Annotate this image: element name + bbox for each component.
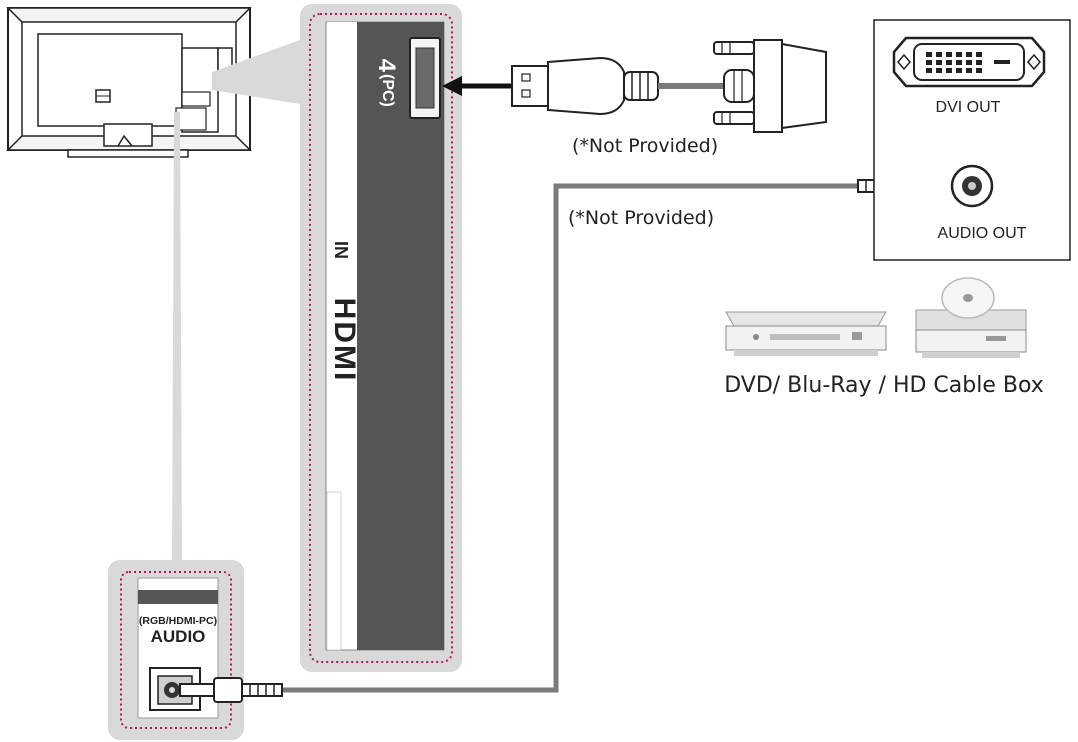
dvi-port-icon bbox=[892, 36, 1046, 88]
devices-caption: DVD/ Blu-Ray / HD Cable Box bbox=[724, 373, 1044, 398]
hdmi-port-number: 4 bbox=[373, 59, 400, 73]
audio-label-main: AUDIO bbox=[151, 627, 206, 646]
hdmi-logo: HDMI bbox=[328, 298, 361, 383]
hdmi-to-dvi-adapter-icon bbox=[442, 39, 827, 133]
hdmi-zoom-callout bbox=[212, 40, 300, 104]
audio-in-panel: (RGB/HDMI-PC) AUDIO bbox=[108, 560, 244, 740]
hdmi-in-label: IN bbox=[331, 241, 351, 259]
hdmi-in-panel: 4 (PC) HDMI IN bbox=[300, 4, 462, 672]
audio-zoom-callout bbox=[172, 112, 182, 562]
audio-out-jack-icon bbox=[950, 164, 994, 208]
hdmi-cable-note: (*Not Provided) bbox=[572, 135, 718, 157]
bluray-player-icon bbox=[915, 277, 1027, 358]
audio-label-top: (RGB/HDMI-PC) bbox=[139, 615, 217, 627]
audio-cable bbox=[179, 173, 957, 703]
source-output-box: DVI OUT AUDIO OUT bbox=[873, 19, 1071, 261]
audio-cable-note: (*Not Provided) bbox=[568, 207, 714, 229]
audio-out-label: AUDIO OUT bbox=[938, 225, 1027, 242]
tv-back-icon bbox=[6, 7, 252, 158]
dvd-player-icon bbox=[725, 311, 887, 356]
hdmi-port-suffix: (PC) bbox=[379, 74, 396, 107]
audio-jack-icon bbox=[179, 677, 283, 703]
dvi-out-label: DVI OUT bbox=[936, 99, 1001, 116]
